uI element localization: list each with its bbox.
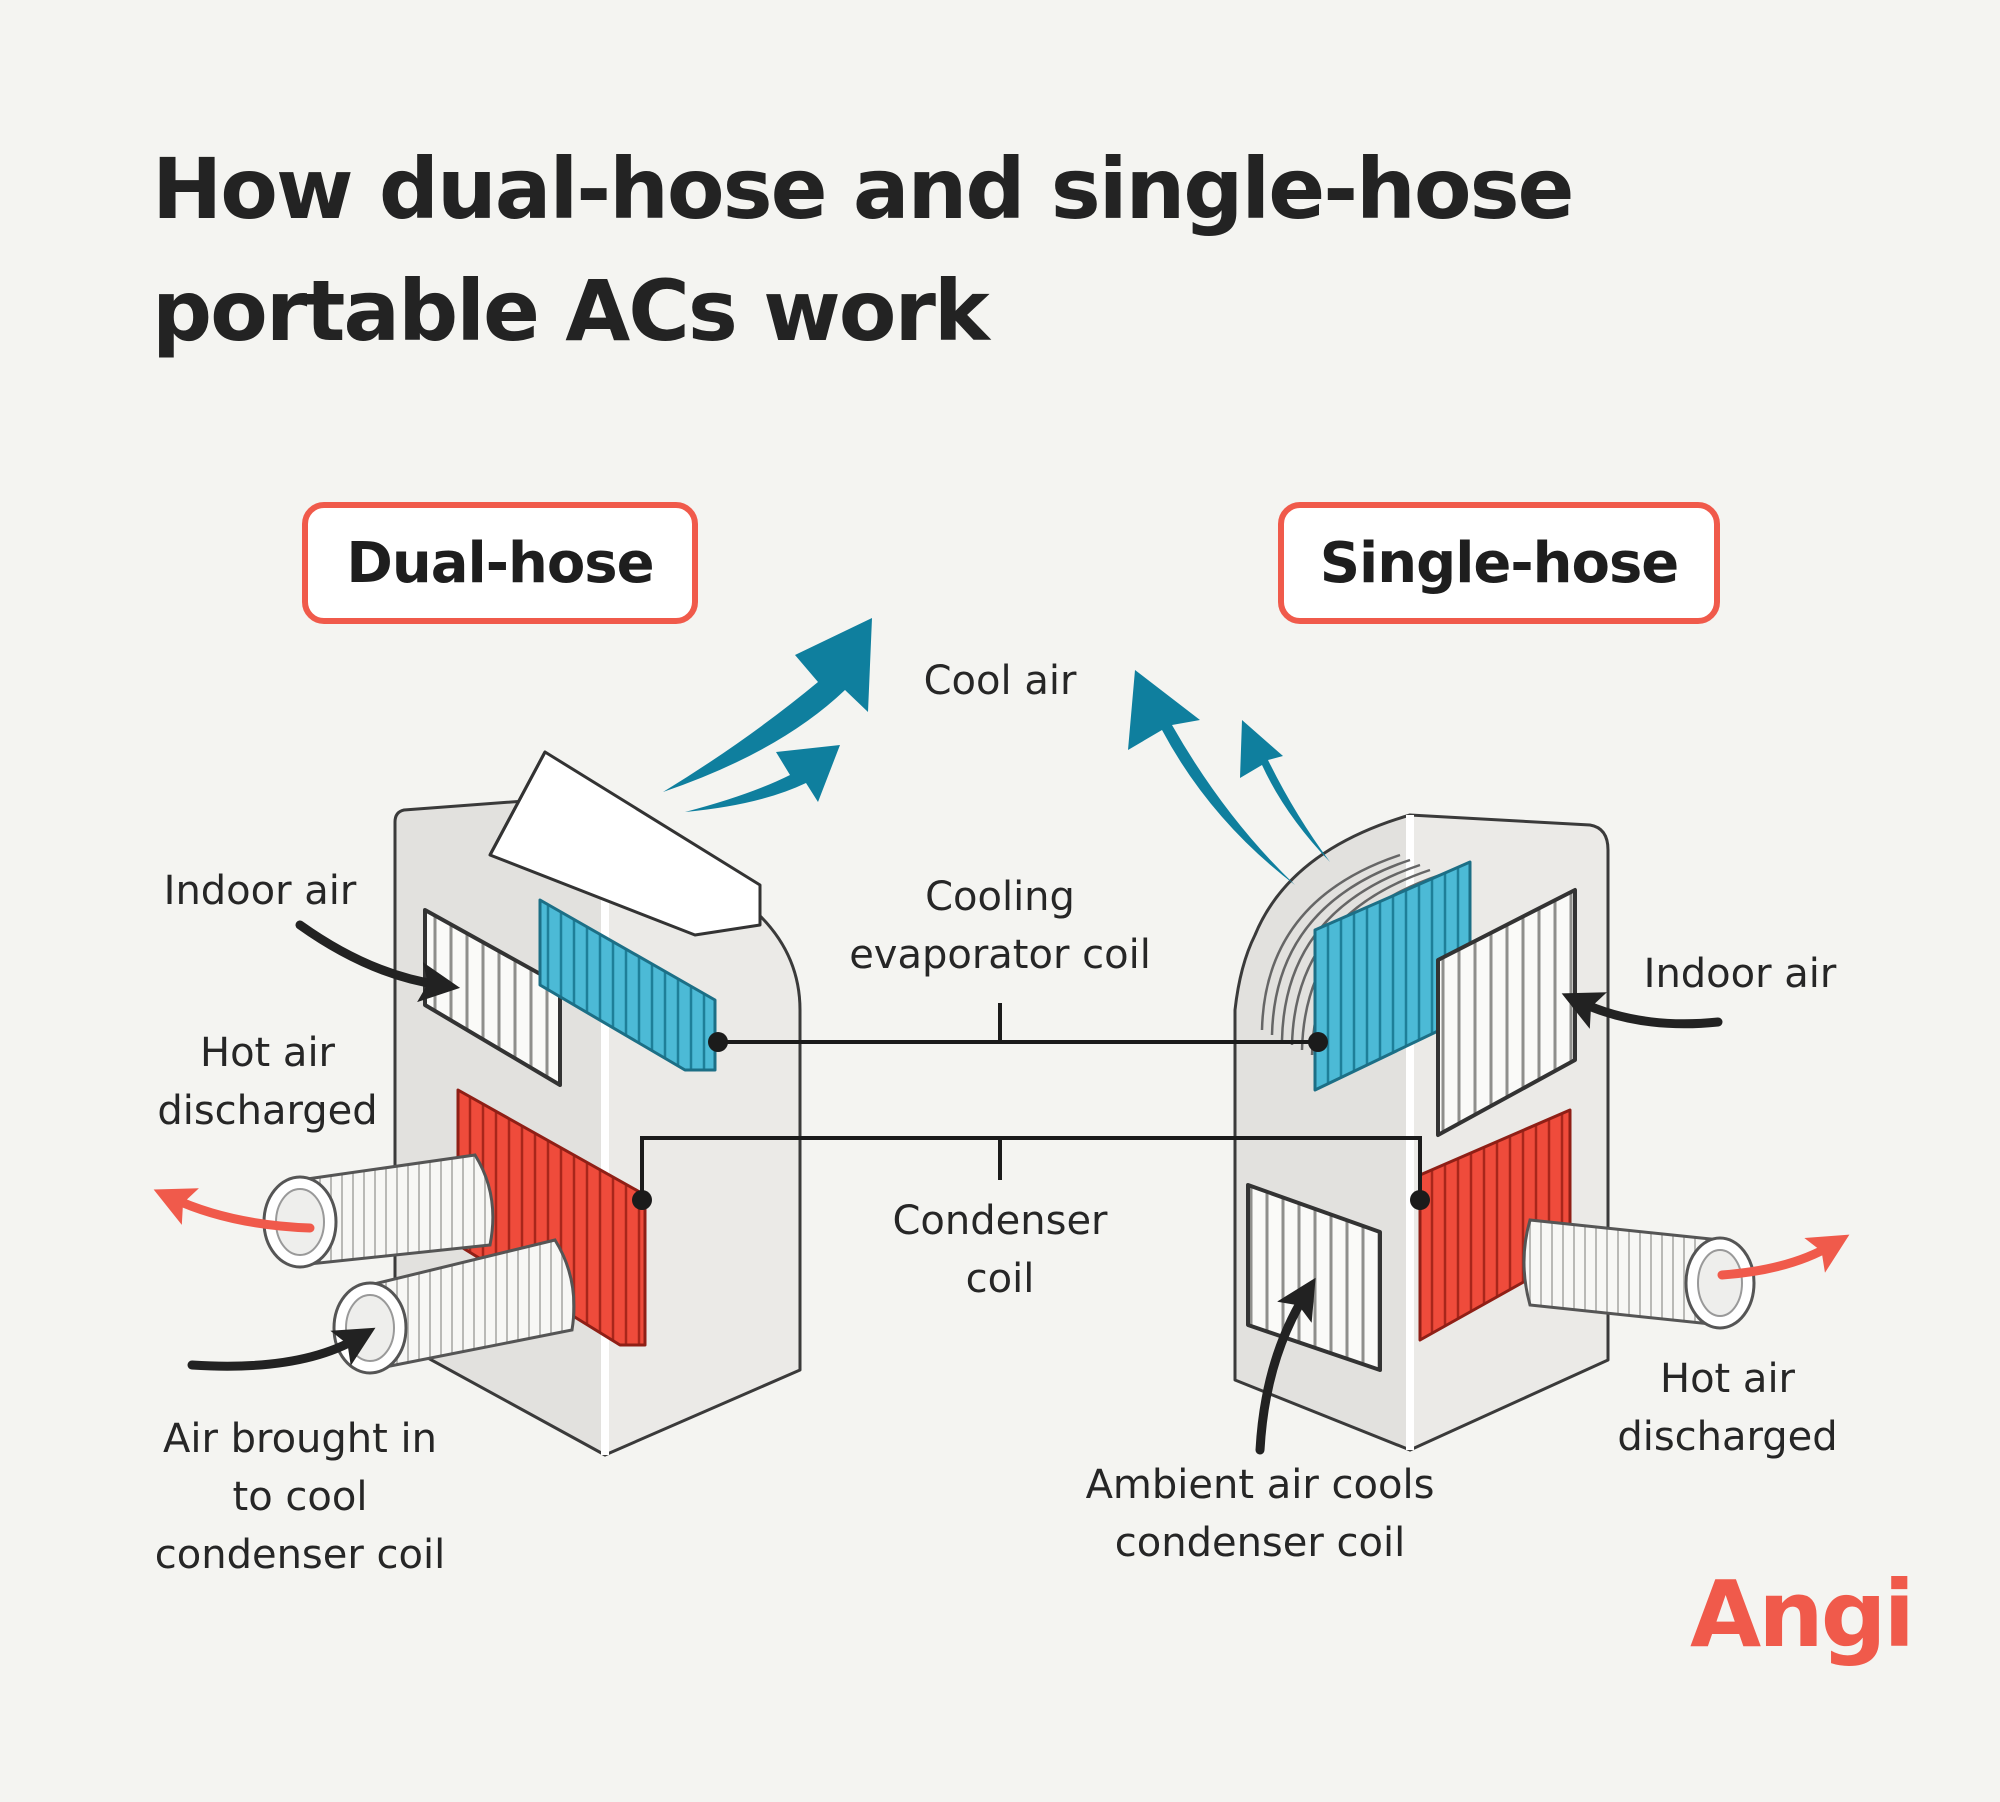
dual-air-brought-in-label: Air brought in to cool condenser coil — [130, 1410, 470, 1584]
dual-hot-air-line-2: discharged — [157, 1088, 378, 1134]
dual-indoor-air-label: Indoor air — [163, 868, 357, 914]
dual-hot-air-line-1: Hot air — [199, 1030, 336, 1076]
connector-lines — [640, 1003, 1422, 1200]
single-indoor-air-arrow — [1561, 992, 1723, 1029]
single-hot-air-label: Hot air discharged — [1600, 1350, 1855, 1466]
single-indoor-air-label: Indoor air — [1643, 951, 1837, 997]
single-ambient-line-2: condenser coil — [1114, 1520, 1406, 1566]
cool-air-arrow-3 — [1128, 670, 1295, 885]
dual-intake-air-arrow — [187, 1327, 376, 1371]
cool-air-arrows — [663, 618, 1330, 885]
single-indoor-grille — [1436, 888, 1577, 1137]
cool-air-label: Cool air — [923, 658, 1077, 704]
dual-hose-tag: Dual-hose — [302, 502, 698, 624]
dual-exhaust-hose — [262, 1153, 495, 1269]
cool-air-arrow-1 — [663, 618, 872, 792]
dual-indoor-air-arrow — [295, 920, 461, 1003]
condenser-label-line-1: Condenser — [892, 1198, 1108, 1244]
dual-hose-unit — [262, 750, 802, 1457]
title-line-2: portable ACs work — [152, 262, 990, 360]
page-title: How dual-hose and single-hose portable A… — [152, 128, 1912, 372]
cool-air-arrow-4 — [1240, 720, 1330, 862]
dual-hot-air-label: Hot air discharged — [140, 1024, 395, 1140]
dual-evaporator-coil — [538, 898, 717, 1072]
single-hose-tag: Single-hose — [1278, 502, 1720, 624]
evaporator-label-line-1: Cooling — [925, 874, 1075, 920]
dual-air-in-line-1: Air brought in — [162, 1416, 438, 1462]
single-hot-air-arrow — [1717, 1234, 1850, 1280]
title-line-1: How dual-hose and single-hose — [152, 140, 1575, 238]
single-ambient-air-label: Ambient air cools condenser coil — [1060, 1456, 1460, 1572]
cool-air-arrow-2 — [685, 745, 840, 812]
single-hot-air-line-2: discharged — [1617, 1414, 1838, 1460]
condenser-label-line-2: coil — [965, 1256, 1035, 1302]
single-ambient-air-arrow — [1255, 1277, 1316, 1455]
evaporator-label-line-2: evaporator coil — [849, 932, 1151, 978]
single-ambient-line-1: Ambient air cools — [1085, 1462, 1435, 1508]
angi-logo: Angi — [1690, 1561, 1915, 1668]
evaporator-coil-label: Cooling evaporator coil — [800, 868, 1200, 984]
dual-air-in-line-3: condenser coil — [154, 1532, 446, 1578]
dual-air-in-line-2: to cool — [232, 1474, 368, 1520]
single-ambient-grille — [1246, 1183, 1382, 1372]
single-hot-air-line-1: Hot air — [1659, 1356, 1796, 1402]
dual-hot-air-arrow — [153, 1188, 315, 1233]
condenser-connector — [640, 1136, 1422, 1200]
single-exhaust-hose — [1522, 1218, 1756, 1330]
condenser-coil-label: Condenser coil — [850, 1192, 1150, 1308]
